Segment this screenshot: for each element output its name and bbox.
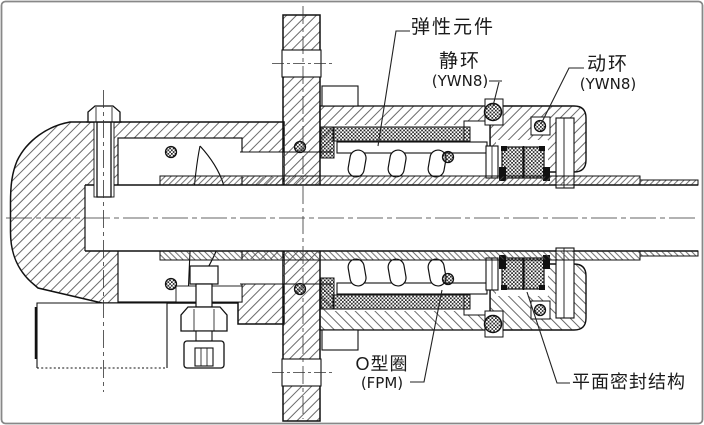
- chamber-boss: [321, 85, 359, 107]
- o-ring-housing-joint: [164, 145, 178, 159]
- label-rotating-ring-material: (YWN8): [579, 75, 637, 93]
- centerlines: [6, 6, 699, 419]
- shaft-sleeve: [159, 175, 699, 186]
- spring-end-ring: [441, 150, 455, 164]
- label-elastic-element: 弹性元件: [411, 17, 496, 38]
- leader-stationary-ring: [489, 80, 502, 107]
- spring-coils: [347, 149, 447, 178]
- o-ring-gland-joint: [483, 98, 504, 126]
- hex-nut: [180, 306, 228, 332]
- clamp-bolt: [86, 105, 122, 198]
- label-stationary-ring-name: 静环: [438, 51, 481, 72]
- bolt-head: [87, 105, 121, 123]
- upper-gap: [240, 152, 284, 177]
- leader-o-ring: [410, 289, 443, 383]
- leader-lines: [377, 30, 584, 384]
- label-o-ring-material: (FPM): [360, 374, 404, 392]
- label-face-seal: 平面密封结构: [572, 372, 686, 392]
- leader-rotating-ring: [540, 67, 584, 125]
- label-o-ring: O型圈 (FPM): [346, 354, 418, 392]
- label-rotating-ring-name: 动环: [586, 54, 629, 75]
- label-o-ring-name: O型圈: [355, 354, 409, 374]
- side-block: [34, 302, 168, 369]
- o-ring-flange-face: [293, 140, 307, 154]
- spring-pusher: [485, 145, 499, 179]
- leader-face-seal: [526, 291, 570, 384]
- label-stationary-ring-material: (YWN8): [431, 72, 489, 90]
- leader-elastic-element: [377, 30, 410, 147]
- drain-fitting: [180, 265, 228, 369]
- gland-collar: [555, 117, 575, 189]
- o-ring-pocket: [530, 116, 551, 136]
- rubber-boot: [320, 126, 471, 159]
- rotating-ring-block: [523, 146, 545, 179]
- label-rotating-ring: 动环 (YWN8): [572, 54, 644, 93]
- ring-corner-seals: [499, 146, 550, 181]
- label-stationary-ring: 静环 (YWN8): [412, 51, 508, 90]
- seal-assembly-top: [159, 85, 699, 189]
- lower-gap: [240, 259, 284, 284]
